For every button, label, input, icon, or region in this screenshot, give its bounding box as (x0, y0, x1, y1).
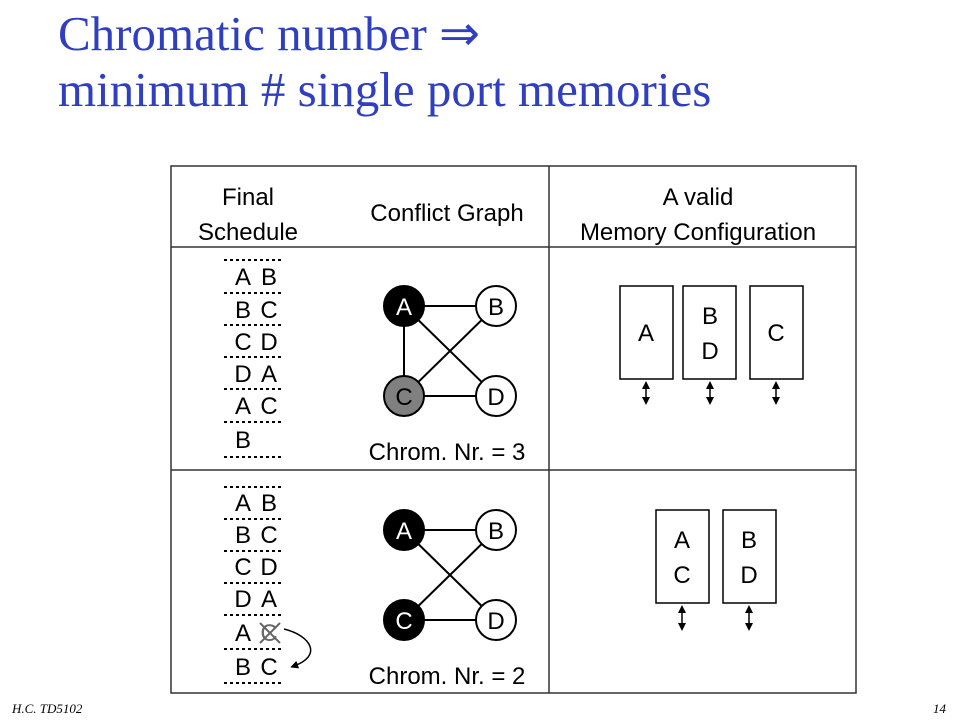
memory-label: A (638, 320, 654, 347)
schedule-cell: B (235, 654, 251, 681)
memory-label: C (767, 320, 784, 347)
graph-node-c (383, 375, 425, 417)
schedule-cell: B (235, 427, 251, 454)
schedule-cell: A (235, 264, 251, 291)
graph-node-c (383, 599, 425, 641)
graph-edge (403, 305, 497, 397)
schedule-cell: A (235, 620, 251, 647)
memory-label: C (673, 562, 690, 589)
memory-block-1 (619, 285, 674, 380)
title-line-1: Chromatic number ⇒ (58, 6, 481, 61)
schedule-cell: C (234, 329, 251, 356)
schedule-row-2: A B B C C D D A A C B C (224, 486, 312, 684)
graph-node-a (383, 285, 425, 327)
memory-block-3 (749, 285, 804, 380)
footer-course: H.C. TD5102 (12, 701, 83, 716)
schedule-cell: C (260, 654, 277, 681)
memory-configuration-1: A B D C (619, 285, 804, 405)
memory-label: D (740, 562, 757, 589)
memory-block-1 (655, 509, 710, 604)
header-schedule-line1: Final (222, 184, 274, 211)
memory-configuration-2: A C B D (655, 509, 777, 631)
conflict-graph-1: A B C D Chrom. Nr. = 3 (369, 285, 526, 466)
memory-block-2 (722, 509, 777, 604)
graph-node-label: A (396, 294, 412, 321)
graph-node-label: B (488, 518, 504, 545)
conflict-graph-2: A B C D Chrom. Nr. = 2 (369, 509, 526, 690)
schedule-cell: D (260, 554, 277, 581)
schedule-cell: C (260, 393, 277, 420)
table-border (170, 165, 857, 694)
schedule-cell: A (235, 393, 251, 420)
memory-label: D (701, 338, 718, 365)
schedule-cell: D (234, 361, 251, 388)
schedule-cell: B (235, 297, 251, 324)
memory-label: B (741, 527, 757, 554)
row-1: A B B C C D D A A C B (224, 259, 804, 466)
header-schedule-line2: Schedule (198, 219, 298, 246)
cross-out-icon (259, 622, 281, 644)
graph-node-label: C (395, 608, 412, 635)
graph-node-label: C (395, 384, 412, 411)
move-arrow-icon (283, 628, 312, 669)
table-grid (170, 165, 857, 694)
schedule-dividers-2 (224, 486, 284, 684)
chromatic-number-caption: Chrom. Nr. = 3 (369, 439, 526, 466)
header-memory-line1: A valid (663, 184, 734, 211)
header-memory-line2: Memory Configuration (580, 219, 816, 246)
schedule-cell: C (234, 554, 251, 581)
schedule-dividers-1 (224, 259, 284, 458)
page-number: 14 (933, 701, 946, 716)
graph-node-label: A (396, 518, 412, 545)
title-line-2: minimum # single port memories (58, 62, 712, 117)
slide-title: Chromatic number ⇒ minimum # single port… (58, 6, 938, 118)
schedule-cell: C (260, 522, 277, 549)
graph-edge (403, 529, 497, 621)
schedule-cell: A (261, 361, 277, 388)
chromatic-number-caption: Chrom. Nr. = 2 (369, 663, 526, 690)
graph-node-d (475, 375, 517, 417)
header-conflict-graph: Conflict Graph (370, 200, 523, 227)
graph-node-b (475, 509, 517, 551)
graph-node-d (475, 599, 517, 641)
schedule-cell: A (261, 586, 277, 613)
graph-node-label: D (487, 384, 504, 411)
graph-node-a (383, 509, 425, 551)
schedule-row-1: A B B C C D D A A C B (224, 259, 284, 458)
schedule-cell: B (261, 264, 277, 291)
schedule-cell: C (260, 297, 277, 324)
memory-label: B (702, 303, 718, 330)
graph-node-b (475, 285, 517, 327)
schedule-cell: D (234, 586, 251, 613)
schedule-cell: D (260, 329, 277, 356)
row-2: A B B C C D D A A C B C (224, 486, 777, 690)
graph-node-label: B (488, 294, 504, 321)
memory-label: A (674, 527, 690, 554)
graph-node-label: D (487, 608, 504, 635)
schedule-cell: A (235, 490, 251, 517)
schedule-cell: B (261, 490, 277, 517)
schedule-cell: B (235, 522, 251, 549)
memory-block-2 (682, 285, 737, 380)
